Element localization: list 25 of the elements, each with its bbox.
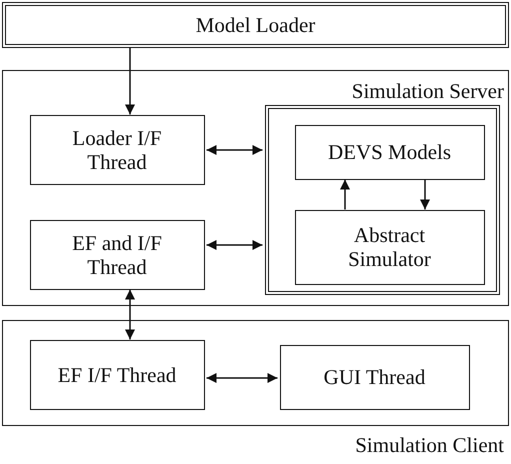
arrow bbox=[206, 240, 262, 250]
box-label: GUI Thread bbox=[322, 365, 426, 389]
box-label: Model Loader bbox=[194, 13, 316, 37]
group-title: Simulation Server bbox=[352, 79, 504, 103]
arrow bbox=[125, 48, 135, 114]
box-label: Abstract Simulator bbox=[347, 223, 432, 271]
group-panel bbox=[2, 70, 509, 306]
process-box bbox=[2, 2, 509, 48]
arrow bbox=[125, 290, 135, 340]
arrow bbox=[340, 180, 350, 210]
process-box bbox=[294, 124, 484, 180]
box-label: EF I/F Thread bbox=[56, 362, 178, 386]
process-box bbox=[30, 114, 204, 184]
box-label: Loader I/F Thread bbox=[71, 126, 163, 174]
arrow bbox=[420, 180, 430, 210]
process-box bbox=[280, 344, 470, 410]
process-box bbox=[294, 210, 484, 284]
process-box bbox=[30, 220, 204, 290]
process-box bbox=[30, 340, 204, 410]
group-box bbox=[264, 104, 500, 294]
group-title: Simulation Client bbox=[355, 433, 504, 457]
box-label: EF and I/F Thread bbox=[71, 230, 163, 278]
arrow bbox=[206, 145, 262, 155]
arrow bbox=[206, 373, 278, 383]
box-label: DEVS Models bbox=[326, 140, 452, 164]
